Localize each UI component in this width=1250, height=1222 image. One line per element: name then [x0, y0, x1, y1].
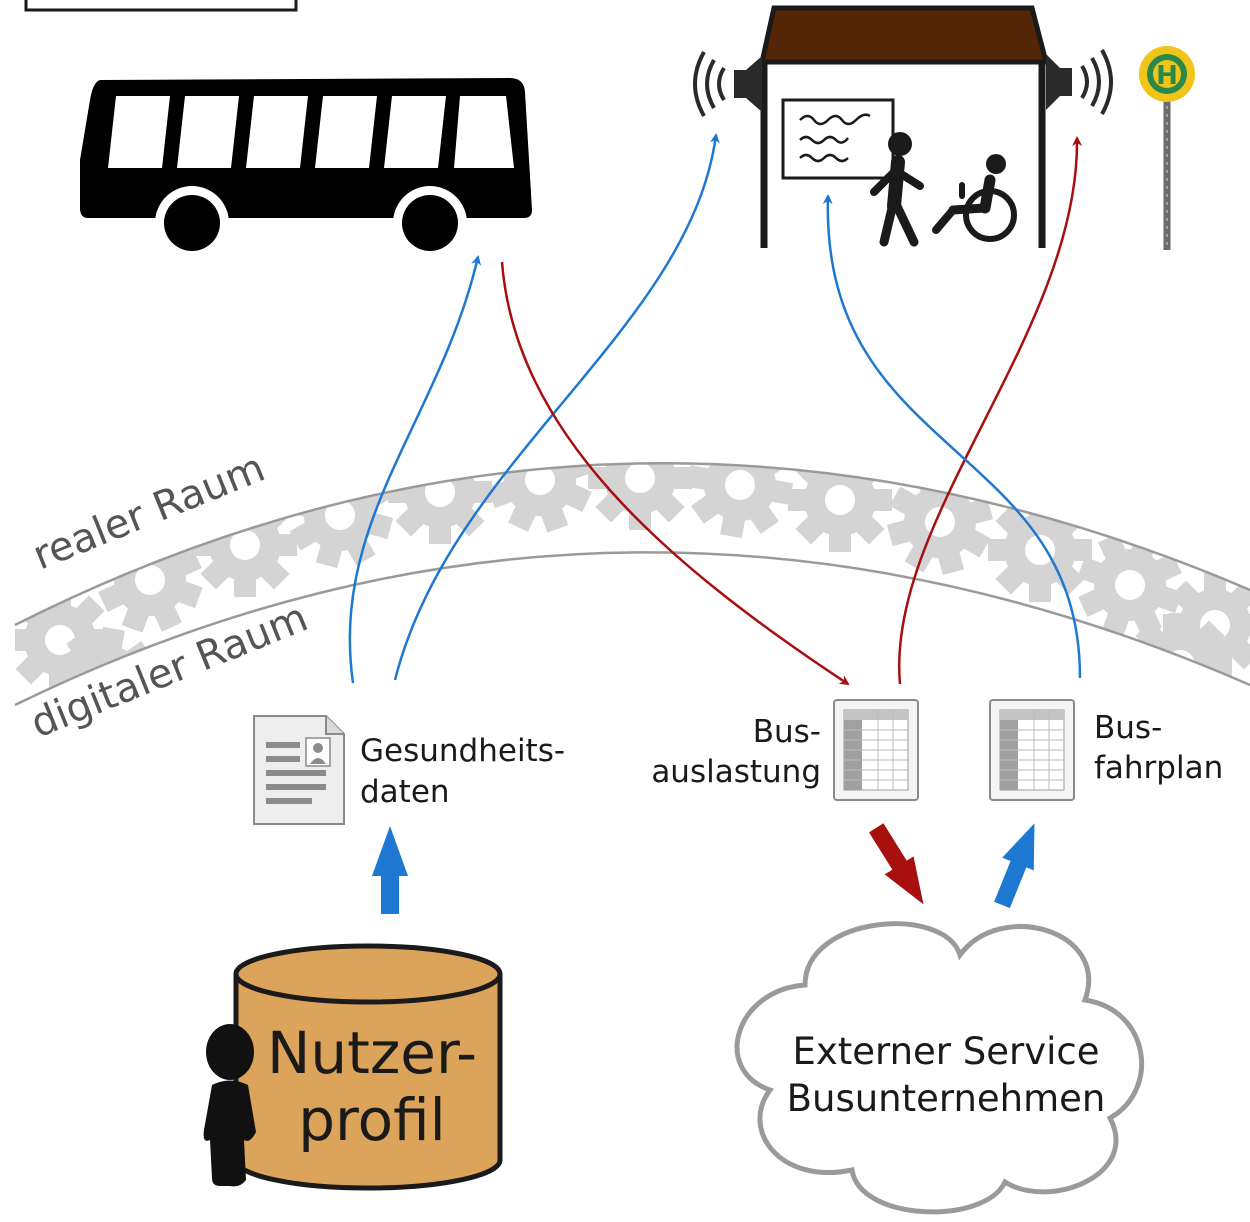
health-data-label-line1: Gesundheits- — [360, 733, 565, 769]
bus-schedule-table-icon — [989, 699, 1075, 801]
thick-arrows — [372, 823, 1035, 914]
user-profile-database-icon — [233, 943, 503, 1191]
user-profile-label-line2: profil — [298, 1086, 446, 1154]
pedestrian-icon — [870, 132, 924, 247]
bus-load-table-icon — [833, 699, 919, 801]
gear-band — [14, 462, 1250, 707]
external-service-label-line2: Busunternehmen — [787, 1077, 1106, 1120]
arrow-load-to-speaker — [897, 136, 1083, 685]
arrow-service-to-schedule — [994, 823, 1035, 909]
arrow-bus-to-load — [500, 261, 850, 686]
flow-arrows — [348, 133, 1083, 686]
health-data-document-icon — [253, 715, 345, 825]
health-data-label-line2: daten — [360, 774, 450, 810]
external-service-label-line1: Externer Service — [792, 1030, 1099, 1073]
bus-schedule-label-line1: Bus- — [1094, 710, 1162, 746]
bus-load-label-line1: Bus- — [753, 714, 821, 750]
user-profile-label-line1: Nutzer- — [267, 1019, 477, 1087]
bus-schedule-label-line2: fahrplan — [1094, 750, 1223, 786]
speaker-right-icon — [1046, 49, 1113, 115]
wheelchair-icon — [932, 154, 1017, 242]
external-service-cloud-icon — [734, 921, 1145, 1215]
arrow-profile-to-health — [372, 826, 408, 914]
speaker-left-icon — [693, 51, 762, 117]
bus-stop-sign-icon — [1139, 46, 1195, 250]
frame-corner — [24, 0, 298, 12]
bus-stop-sign-letter: H — [1156, 61, 1178, 91]
arrow-health-to-bus — [348, 255, 482, 684]
arrow-schedule-to-board — [822, 194, 1082, 679]
arrow-health-to-speaker — [393, 133, 720, 681]
bus-icon — [80, 78, 532, 260]
arrow-load-to-service — [869, 823, 924, 905]
bus-load-label-line2: auslastung — [651, 754, 821, 790]
person-silhouette-icon — [203, 1024, 256, 1187]
